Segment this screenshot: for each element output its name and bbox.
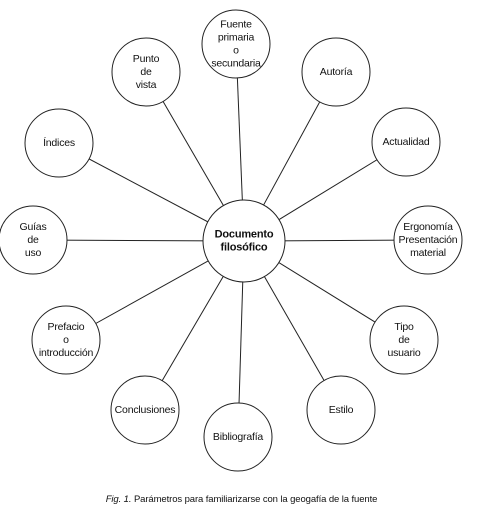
center-label-line: filosófico bbox=[221, 242, 268, 254]
center-label-line: Documento bbox=[215, 229, 274, 241]
node-punto-de-vista-label-line: vista bbox=[136, 79, 157, 91]
node-estilo: Estilo bbox=[306, 375, 376, 445]
node-bibliografia-circle bbox=[203, 402, 273, 472]
node-autoria: Autoría bbox=[301, 37, 371, 107]
node-bibliografia: Bibliografía bbox=[203, 402, 273, 472]
node-autoria-circle bbox=[301, 37, 371, 107]
node-ergonomia-presentacion-material-label-line: material bbox=[410, 247, 446, 259]
node-indices-label-line: Índices bbox=[43, 136, 75, 149]
node-punto-de-vista-label-line: de bbox=[140, 66, 152, 78]
node-indices: Índices bbox=[24, 108, 94, 178]
node-tipo-de-usuario-circle bbox=[369, 305, 439, 375]
node-fuente-primaria-o-secundaria-label-line: Fuente bbox=[220, 19, 252, 31]
node-conclusiones: Conclusiones bbox=[110, 375, 180, 445]
node-prefacio-o-introduccion-label-line: o bbox=[63, 334, 69, 346]
node-guias-de-uso-label-line: uso bbox=[25, 247, 42, 259]
node-prefacio-o-introduccion-circle bbox=[31, 305, 101, 375]
center-circle bbox=[202, 199, 286, 283]
node-ergonomia-presentacion-material-circle bbox=[393, 205, 463, 275]
node-estilo-circle bbox=[306, 375, 376, 445]
node-actualidad: Actualidad bbox=[371, 107, 441, 177]
node-fuente-primaria-o-secundaria-label-line: secundaria bbox=[211, 58, 261, 70]
outer-nodes: FuenteprimariaosecundariaAutoríaActualid… bbox=[0, 9, 463, 472]
node-indices-circle bbox=[24, 108, 94, 178]
node-guias-de-uso-label-line: Guías bbox=[19, 221, 46, 233]
node-ergonomia-presentacion-material-label-line: Presentación bbox=[399, 234, 458, 246]
node-guias-de-uso-label-line: de bbox=[27, 234, 39, 246]
node-fuente-primaria-o-secundaria-label-line: o bbox=[233, 45, 239, 57]
node-bibliografia-label-line: Bibliografía bbox=[213, 431, 263, 443]
caption-prefix: Fig. 1. bbox=[105, 494, 132, 505]
node-conclusiones-label-line: Conclusiones bbox=[115, 404, 176, 416]
node-fuente-primaria-o-secundaria-label-line: primaria bbox=[218, 32, 255, 44]
node-actualidad-label-line: Actualidad bbox=[382, 136, 429, 148]
node-tipo-de-usuario-label-line: Tipo bbox=[394, 321, 414, 333]
node-guias-de-uso-circle bbox=[0, 205, 68, 275]
node-prefacio-o-introduccion-label-line: introducción bbox=[39, 347, 94, 359]
node-estilo-label-line: Estilo bbox=[329, 404, 354, 416]
node-tipo-de-usuario-label-line: usuario bbox=[387, 347, 420, 359]
node-punto-de-vista-circle bbox=[111, 37, 181, 107]
node-tipo-de-usuario-label-line: de bbox=[398, 334, 410, 346]
node-conclusiones-circle bbox=[110, 375, 180, 445]
node-ergonomia-presentacion-material-label-line: Ergonomía bbox=[403, 221, 453, 233]
node-fuente-primaria-o-secundaria-circle bbox=[201, 9, 271, 79]
node-prefacio-o-introduccion-label-line: Prefacio bbox=[48, 321, 85, 333]
caption-text: Parámetros para familiarizarse con la ge… bbox=[133, 494, 378, 505]
node-punto-de-vista-label-line: Punto bbox=[133, 53, 160, 65]
node-actualidad-circle bbox=[371, 107, 441, 177]
figure-caption: Fig. 1. Parámetros para familiarizarse c… bbox=[0, 494, 483, 505]
node-autoria-label-line: Autoría bbox=[320, 66, 353, 78]
